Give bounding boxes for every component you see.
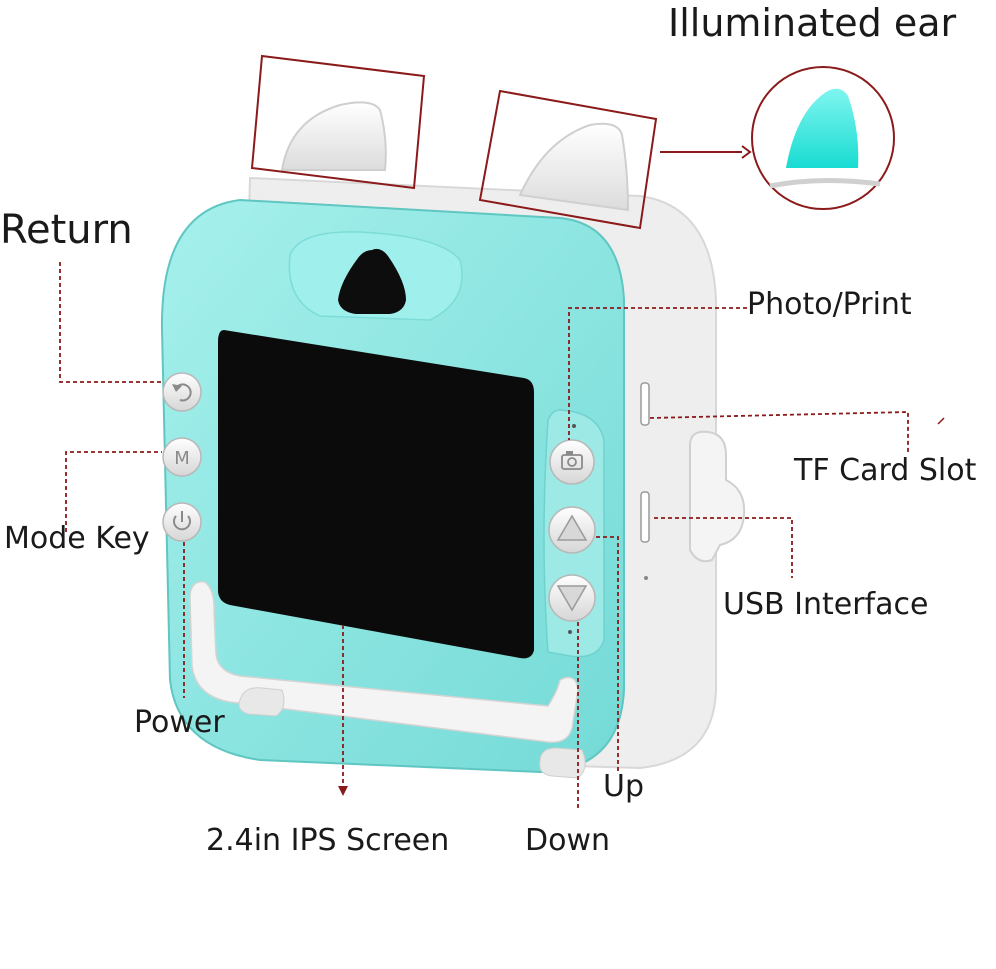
right-ear: [518, 122, 630, 212]
photo-print-button[interactable]: [549, 439, 595, 485]
mode-button[interactable]: M: [162, 437, 202, 477]
tf-card-slot: [640, 382, 650, 426]
foot-right: [539, 747, 586, 779]
mode-leader: [65, 451, 162, 532]
camera-lens: [338, 248, 406, 314]
photo-leader: [568, 307, 747, 440]
screen-arrowhead: [338, 786, 348, 796]
ear-highlight-box-right: [478, 89, 658, 230]
power-icon: [173, 511, 191, 531]
glowing-ear-icon: [786, 88, 859, 168]
left-ear: [280, 101, 387, 171]
camera-icon: [561, 451, 583, 470]
return-arrow-icon: [175, 383, 192, 402]
down-button[interactable]: [548, 574, 596, 622]
power-button[interactable]: [162, 502, 202, 542]
screen-label: 2.4in IPS Screen: [206, 823, 450, 858]
triangle-down-icon: [556, 585, 588, 612]
illuminated-ear-inset: [751, 66, 895, 210]
return-button[interactable]: [162, 372, 202, 412]
photo-print-label: Photo/Print: [747, 287, 912, 322]
return-leader: [59, 262, 162, 383]
usb-leader: [654, 517, 793, 578]
ips-screen: [218, 330, 534, 659]
up-button[interactable]: [548, 506, 596, 554]
mode-m-icon: M: [174, 448, 190, 469]
side-dot: [644, 576, 648, 580]
ear-highlight-box-left: [250, 54, 426, 190]
tf-leader: [649, 411, 909, 452]
usb-interface-label: USB Interface: [723, 587, 929, 622]
usb-port: [640, 491, 650, 543]
mode-key-label: Mode Key: [4, 521, 150, 556]
stray-mark: [937, 417, 945, 425]
foot-left: [238, 687, 285, 717]
triangle-up-icon: [556, 514, 588, 541]
u-bezel: [189, 581, 579, 743]
return-label: Return: [0, 207, 133, 253]
indicator-dot: [572, 424, 576, 428]
up-label: Up: [603, 769, 645, 804]
tf-card-slot-label: TF Card Slot: [794, 453, 977, 488]
callout-lines: [59, 262, 909, 808]
down-label: Down: [525, 823, 611, 858]
power-label: Power: [134, 705, 225, 740]
up-leader: [596, 536, 619, 772]
mic-dot: [568, 630, 572, 634]
illuminated-ear-label: Illuminated ear: [668, 1, 957, 45]
strap-loop: [689, 430, 746, 563]
